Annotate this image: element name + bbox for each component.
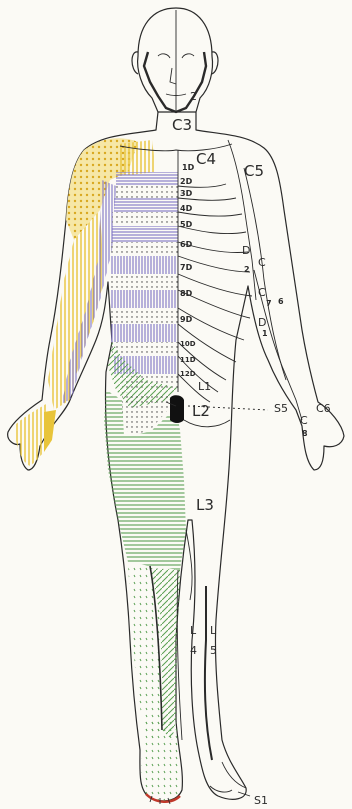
label-c7arm: C: [258, 286, 266, 299]
label-d5: 5D: [180, 220, 193, 229]
label-l4b: 4: [190, 644, 197, 657]
label-c6arm: C: [258, 256, 266, 269]
label-d1arm-num: 1: [262, 329, 268, 338]
label-d2arm: D: [242, 244, 250, 257]
label-s1: S1: [254, 794, 268, 807]
s-genital-black: [170, 395, 184, 423]
label-c7arm-num: 7: [266, 299, 272, 308]
c7-finger-solid: [44, 410, 56, 452]
c5-yellow-stripes: [118, 140, 156, 176]
label-l2: L2: [192, 402, 210, 420]
label-c8hand-num: 8: [302, 429, 308, 438]
label-d10: 10D: [180, 340, 196, 348]
label-c6arm-num: 6: [278, 297, 284, 306]
label-d2: 2D: [180, 177, 193, 186]
label-l4a: L: [190, 624, 197, 637]
label-c5: C5: [244, 162, 264, 180]
foot-green: [141, 720, 182, 801]
label-c6hand: C6: [316, 402, 331, 415]
label-d1: 1D: [182, 163, 195, 172]
label-d12: 12D: [180, 370, 196, 378]
label-c8hand: C: [300, 414, 308, 427]
label-c2: 2: [190, 90, 197, 103]
label-l1: L1: [198, 380, 211, 393]
label-d2arm-num: 2: [244, 265, 250, 274]
label-l5b: 5: [210, 644, 217, 657]
label-d1arm: D: [258, 316, 266, 329]
label-d6: 6D: [180, 240, 193, 249]
label-d7: 7D: [180, 263, 193, 272]
label-d9: 9D: [180, 315, 193, 324]
label-c3: C3: [172, 116, 192, 134]
label-d4: 4D: [180, 204, 193, 213]
label-d3: 3D: [180, 189, 193, 198]
label-d8: 8D: [180, 289, 193, 298]
label-s5: S5: [274, 402, 288, 415]
label-c4: C4: [196, 150, 216, 168]
label-l5a: L: [210, 624, 217, 637]
label-l3: L3: [196, 496, 214, 514]
dermatome-labels: 2 C3 C4 C5 1D 2D 3D 4D 5D 6D 7D 8D 9D 10…: [172, 90, 331, 807]
label-d11: 11D: [180, 356, 196, 364]
